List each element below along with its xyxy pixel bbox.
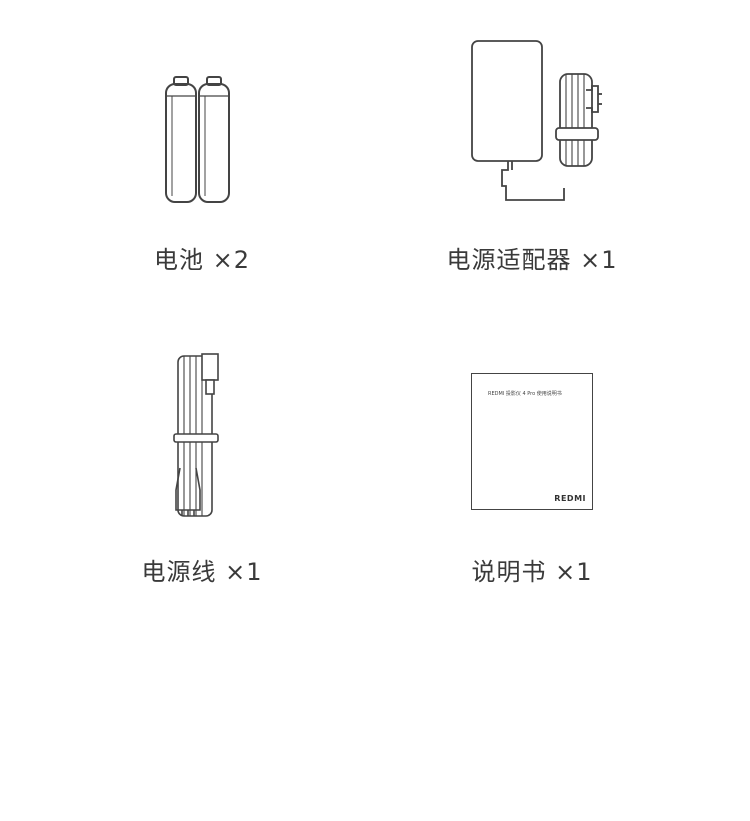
power-adapter-icon [468,38,608,204]
manual-brand-logo: REDMI [554,494,586,503]
batteries-icon [162,74,234,206]
batteries-label: 电池 ×2 [153,246,250,274]
manual-icon: REDMI 投影仪 4 Pro 使用说明书 REDMI [471,373,593,510]
power-cable-icon [172,350,224,520]
power-adapter-label: 电源适配器 ×1 [446,246,618,274]
manual-label: 说明书 ×1 [471,558,593,586]
manual-cover-title: REDMI 投影仪 4 Pro 使用说明书 [488,391,562,397]
power-cable-label: 电源线 ×1 [141,558,263,586]
